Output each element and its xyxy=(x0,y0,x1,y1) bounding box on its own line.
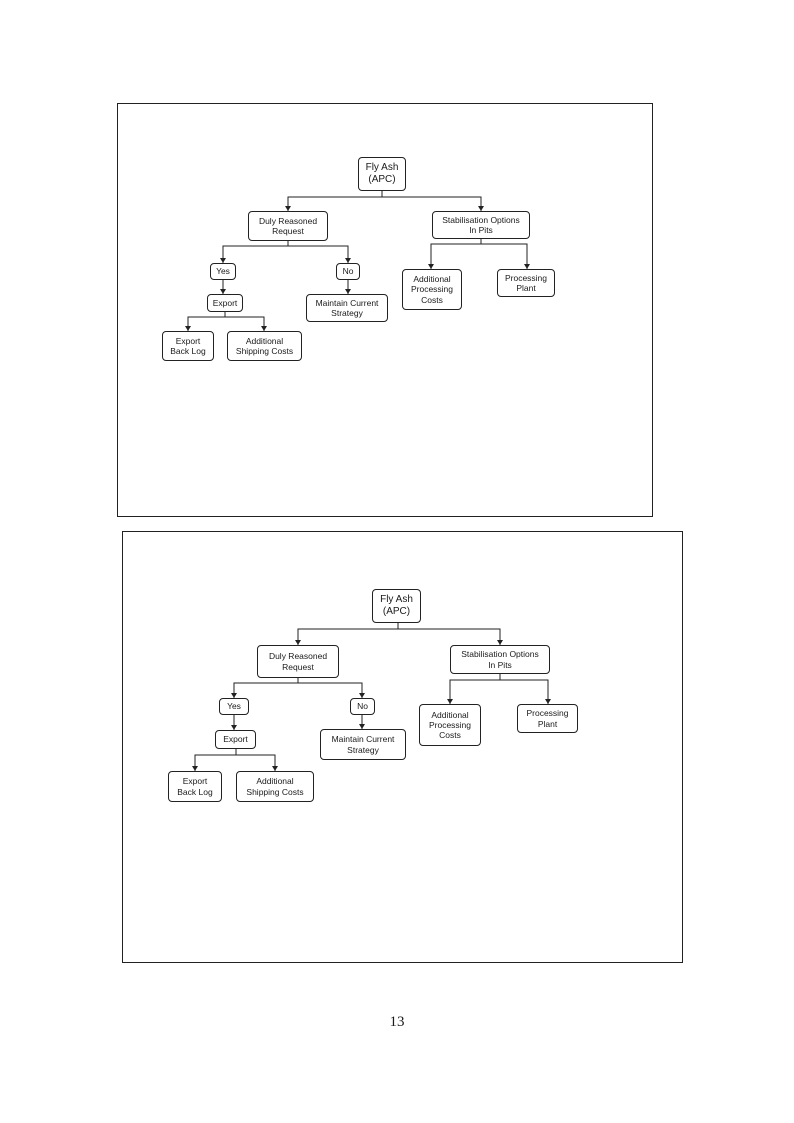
node-additional-processing-costs: Additional Processing Costs xyxy=(419,704,481,746)
node-maintain-current-strategy: Maintain Current Strategy xyxy=(320,729,406,760)
node-export-back-log: Export Back Log xyxy=(162,331,214,361)
node-maintain-current-strategy: Maintain Current Strategy xyxy=(306,294,388,322)
node-fly-ash: Fly Ash (APC) xyxy=(372,589,421,623)
node-duly-reasoned-request: Duly Reasoned Request xyxy=(257,645,339,678)
node-processing-plant: Processing Plant xyxy=(517,704,578,733)
node-processing-plant: Processing Plant xyxy=(497,269,555,297)
node-duly-reasoned-request: Duly Reasoned Request xyxy=(248,211,328,241)
node-export: Export xyxy=(215,730,256,749)
diagram-panel-2: Fly Ash (APC) Duly Reasoned Request Stab… xyxy=(122,531,683,963)
connector-lines-2 xyxy=(192,623,551,771)
page-number: 13 xyxy=(389,1014,405,1030)
diagram-panel-1: Fly Ash (APC) Duly Reasoned Request Stab… xyxy=(117,103,653,517)
connector-lines-1 xyxy=(185,191,530,331)
node-yes: Yes xyxy=(210,263,236,280)
node-additional-shipping-costs: Additional Shipping Costs xyxy=(227,331,302,361)
node-additional-processing-costs: Additional Processing Costs xyxy=(402,269,462,310)
node-fly-ash: Fly Ash (APC) xyxy=(358,157,406,191)
node-export: Export xyxy=(207,294,243,312)
node-yes: Yes xyxy=(219,698,249,715)
node-no: No xyxy=(350,698,375,715)
node-stabilisation-options: Stabilisation Options In Pits xyxy=(432,211,530,239)
node-additional-shipping-costs: Additional Shipping Costs xyxy=(236,771,314,802)
node-no: No xyxy=(336,263,360,280)
node-stabilisation-options: Stabilisation Options In Pits xyxy=(450,645,550,674)
node-export-back-log: Export Back Log xyxy=(168,771,222,802)
